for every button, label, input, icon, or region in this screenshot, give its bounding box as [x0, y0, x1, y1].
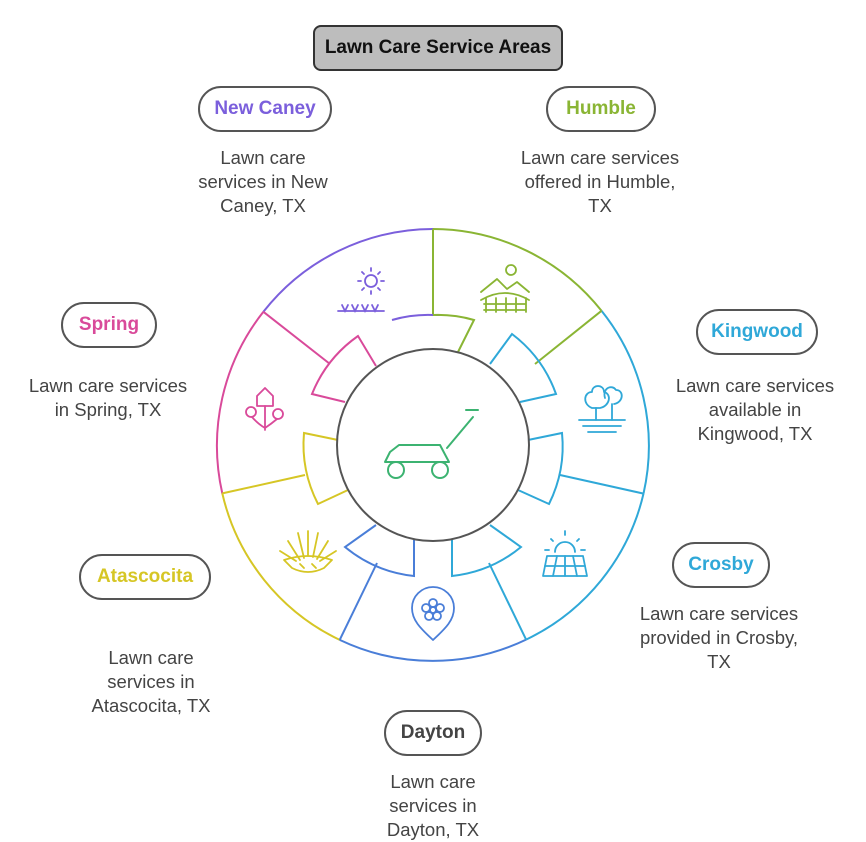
area-description-new-caney: Lawn care services in New Caney, TX — [198, 147, 328, 216]
sun-garden-icon — [337, 267, 385, 314]
segment-kingwood — [600, 310, 650, 494]
area-label-atascocita: Atascocita — [79, 554, 211, 600]
area-description-kingwood: Lawn care services available in Kingwood… — [675, 375, 835, 444]
area-description-humble: Lawn care services offered in Humble, TX — [520, 147, 680, 216]
grass-tuft-icon — [279, 530, 337, 573]
area-description-atascocita: Lawn care services in Atascocita, TX — [91, 647, 211, 716]
flowers-house-icon — [245, 387, 284, 431]
lawn-mower-icon — [384, 409, 479, 479]
segment-crosby — [525, 493, 645, 641]
sunrise-field-icon — [542, 530, 588, 577]
page-title: Lawn Care Service Areas — [313, 25, 563, 71]
segment-dayton — [339, 638, 527, 662]
area-label-crosby: Crosby — [672, 542, 770, 588]
area-description-crosby: Lawn care services provided in Crosby, T… — [639, 603, 799, 672]
area-description-spring: Lawn care services in Spring, TX — [28, 375, 188, 420]
segment-new-caney — [262, 228, 434, 313]
trees-icon — [578, 385, 626, 433]
area-label-new-caney: New Caney — [198, 86, 332, 132]
flower-pin-icon — [411, 586, 455, 641]
area-label-spring: Spring — [61, 302, 157, 348]
segment-atascocita — [221, 493, 341, 641]
area-label-dayton: Dayton — [384, 710, 482, 756]
area-description-dayton: Lawn care services in Dayton, TX — [386, 771, 480, 840]
area-label-kingwood: Kingwood — [696, 309, 818, 355]
segment-spring — [215, 311, 265, 494]
landscape-fence-icon — [480, 264, 530, 313]
segment-humble — [432, 228, 603, 312]
area-label-humble: Humble — [546, 86, 656, 132]
